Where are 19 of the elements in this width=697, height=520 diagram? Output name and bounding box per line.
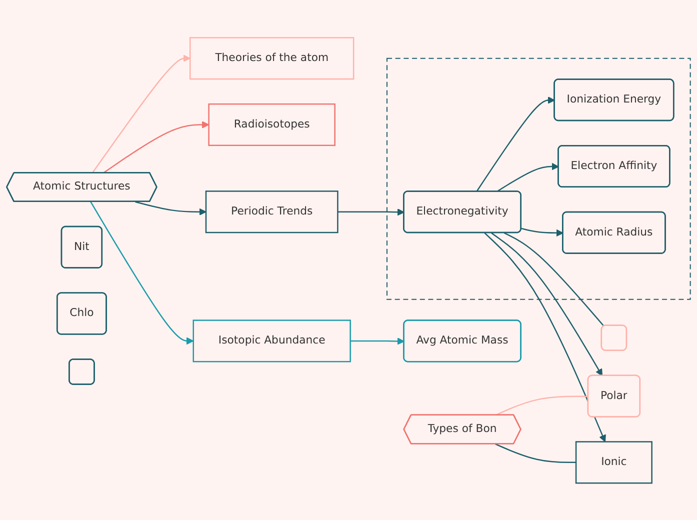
arrow [92, 54, 190, 173]
node-box: Periodic Trends [205, 190, 338, 233]
arrow [350, 337, 404, 344]
arrow [491, 232, 603, 376]
node-box: Radioisotopes [208, 103, 336, 146]
node-box: Ionic [575, 440, 652, 484]
arrow [476, 96, 555, 192]
arrow [90, 201, 194, 344]
arrow [521, 227, 564, 236]
cluster [386, 57, 691, 300]
connector [504, 232, 604, 326]
arrow [484, 232, 606, 442]
arrow [102, 120, 210, 174]
node-box: Isotopic Abundance [192, 319, 351, 362]
arrow [135, 200, 206, 216]
arrow [496, 162, 559, 192]
connector [495, 443, 576, 463]
arrow [338, 208, 404, 216]
node-box: Theories of the atom [189, 36, 354, 80]
